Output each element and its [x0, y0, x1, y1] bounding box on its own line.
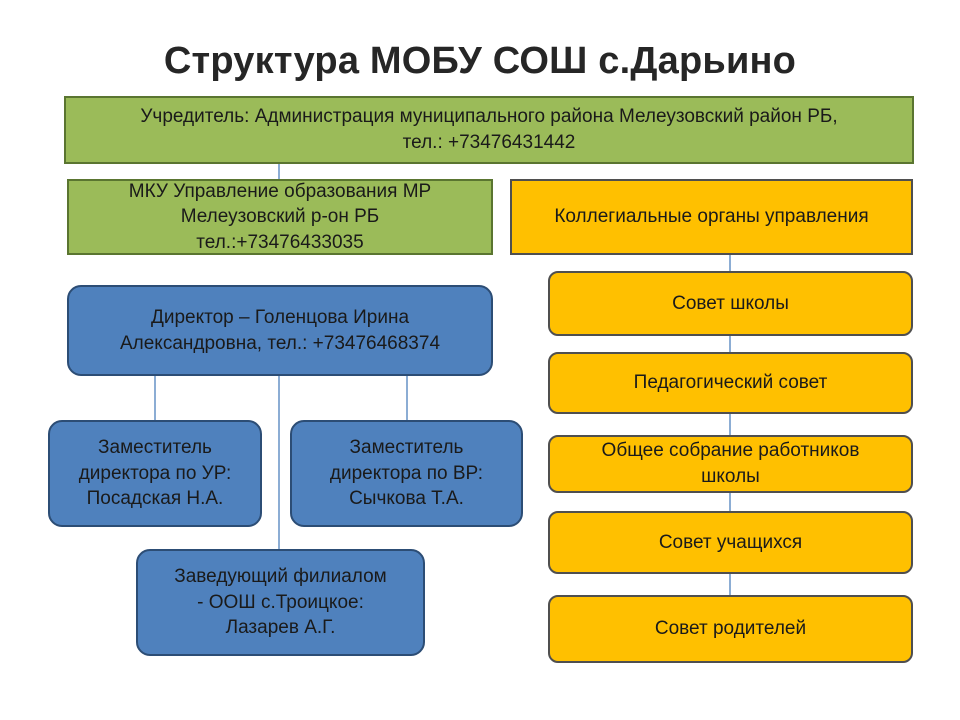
school-council-box: Совет школы [548, 271, 913, 336]
branch-head-box: Заведующий филиалом - ООШ с.Троицкое: Ла… [136, 549, 425, 656]
page-title: Структура МОБУ СОШ с.Дарьино [163, 40, 797, 82]
parent-council-text: Совет родителей [654, 618, 807, 640]
deputy-vr-text: Заместитель директора по ВР: Сычкова Т.А… [329, 437, 484, 510]
pedagogical-council-text: Педагогический совет [633, 372, 828, 394]
director-text: Директор – Голенцова Ирина Александровна… [119, 306, 441, 354]
general-assembly-box: Общее собрание работников школы [548, 435, 913, 493]
deputy-ur-text: Заместитель директора по УР: Посадская Н… [78, 437, 232, 510]
student-council-text: Совет учащихся [658, 531, 803, 553]
branch-head-text: Заведующий филиалом - ООШ с.Троицкое: Ла… [174, 566, 387, 639]
school-council-text: Совет школы [672, 292, 789, 314]
director-box: Директор – Голенцова Ирина Александровна… [67, 285, 493, 376]
general-assembly-text: Общее собрание работников школы [601, 440, 860, 487]
student-council-box: Совет учащихся [548, 511, 913, 574]
founder-box: Учредитель: Администрация муниципального… [64, 96, 914, 164]
education-department-text: МКУ Управление образования МР Мелеузовск… [128, 180, 432, 253]
parent-council-box: Совет родителей [548, 595, 913, 663]
education-department-box: МКУ Управление образования МР Мелеузовск… [67, 179, 493, 255]
collegial-bodies-title: Коллегиальные органы управления [554, 206, 869, 228]
founder-text: Учредитель: Администрация муниципального… [140, 106, 838, 153]
collegial-bodies-box: Коллегиальные органы управления [510, 179, 913, 255]
pedagogical-council-box: Педагогический совет [548, 352, 913, 414]
deputy-vr-box: Заместитель директора по ВР: Сычкова Т.А… [290, 420, 523, 527]
deputy-ur-box: Заместитель директора по УР: Посадская Н… [48, 420, 262, 527]
